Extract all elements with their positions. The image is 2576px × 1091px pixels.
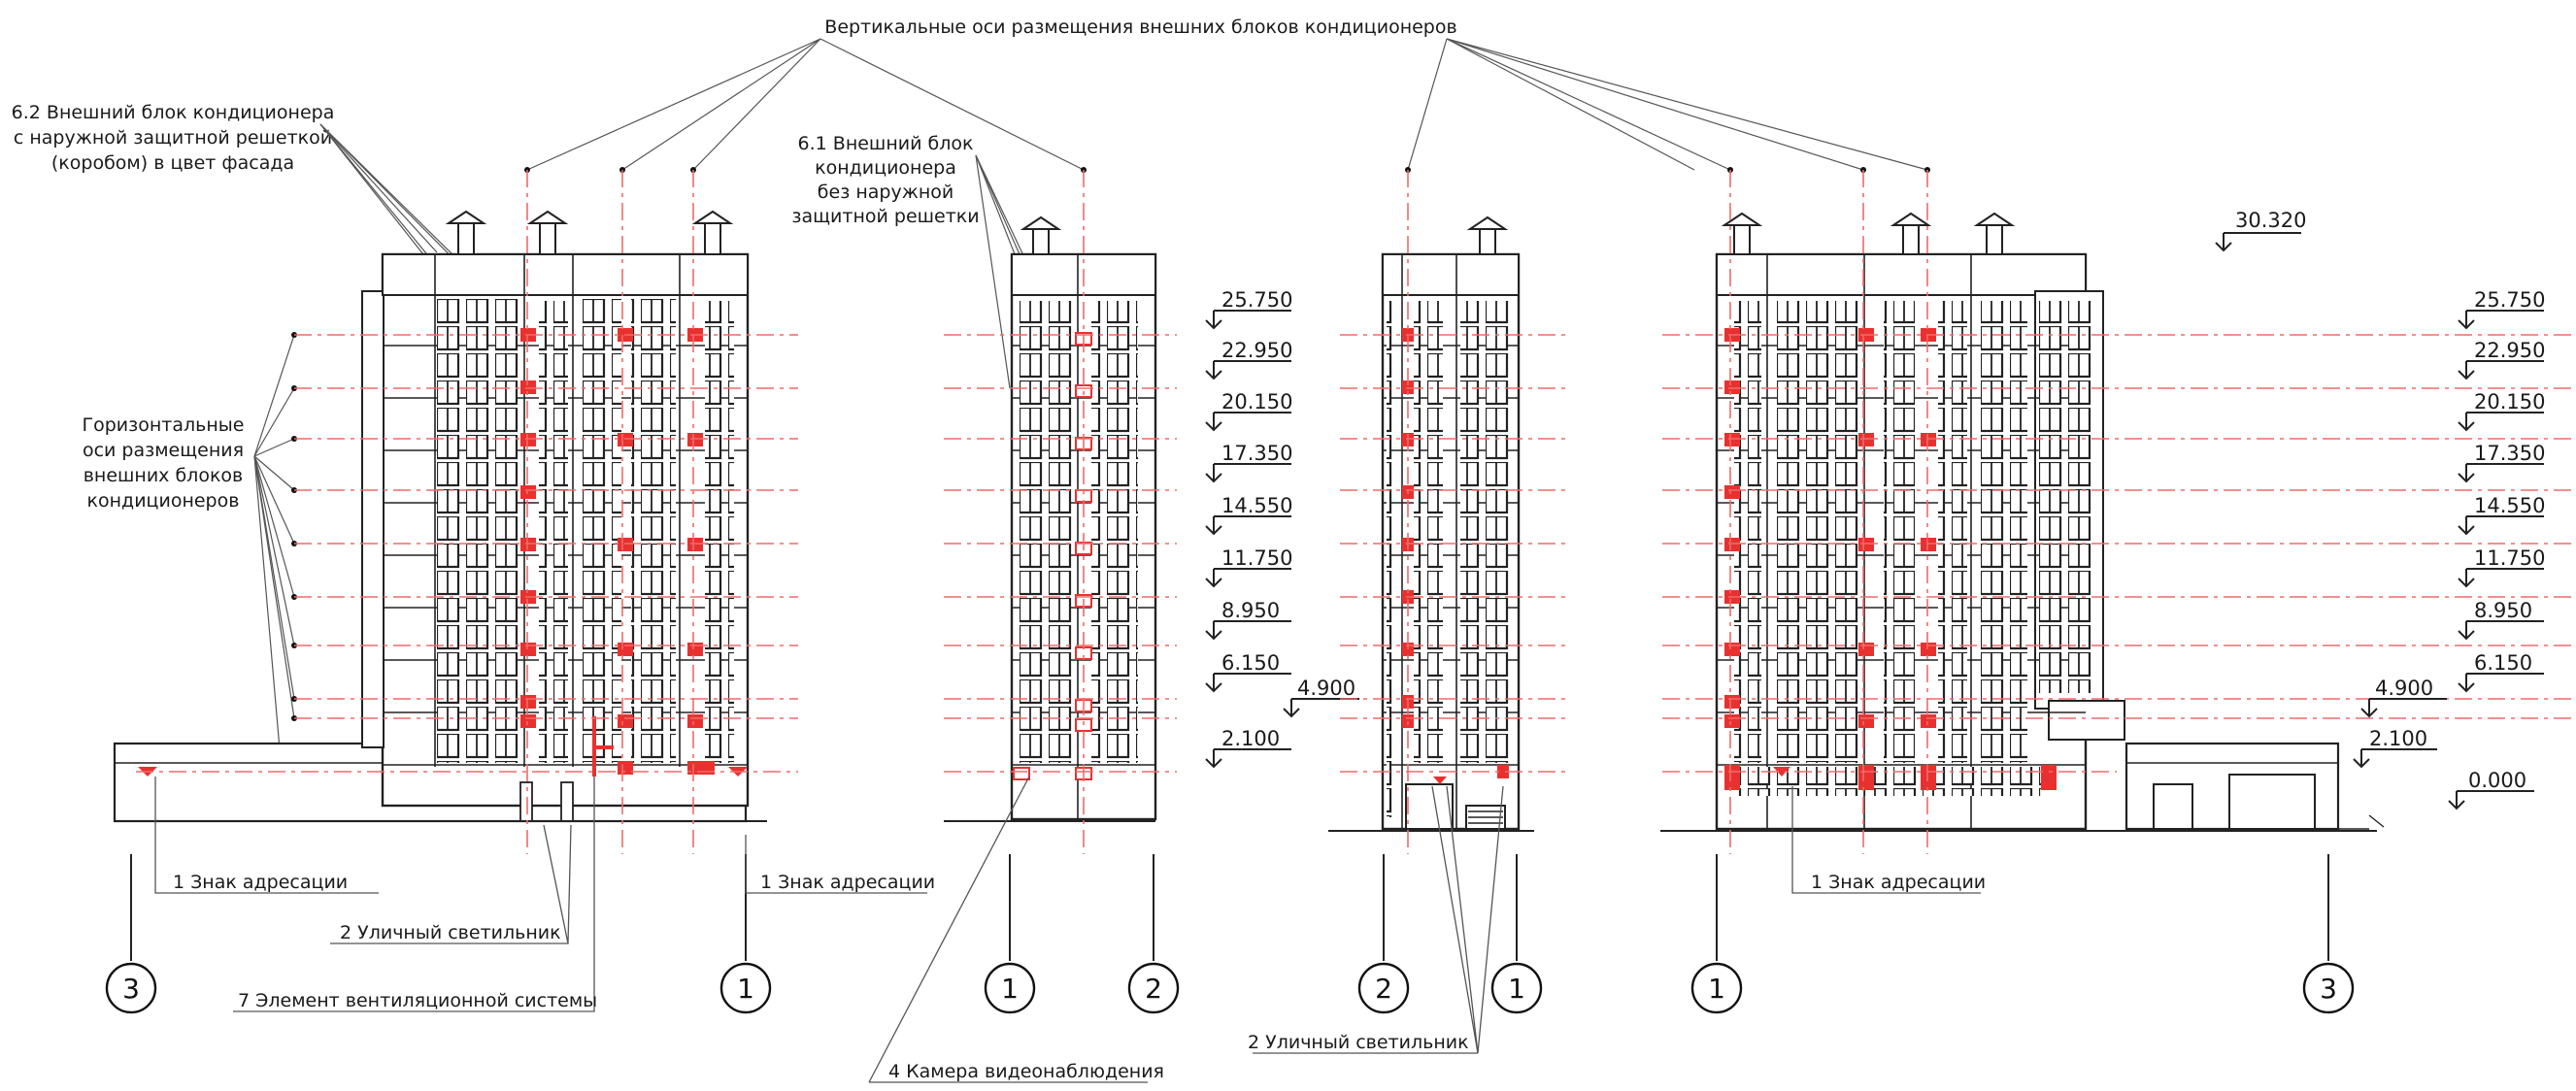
svg-text:кондиционера: кондиционера — [815, 157, 956, 179]
bottom-callout-leaders — [154, 776, 1981, 1083]
axis-marker-2-b — [1357, 962, 1410, 1014]
svg-text:4.900: 4.900 — [1297, 677, 1355, 700]
axis-lines — [130, 854, 2329, 961]
label-unit-61: 6.1 Внешний блок кондиционера без наружн… — [791, 133, 979, 227]
axis-marker-1-a — [719, 962, 772, 1014]
label-street-light-2: 2 Уличный светильник — [1248, 1032, 1469, 1053]
title-leader-dots — [524, 167, 1930, 173]
axis-marker-3-left — [105, 962, 157, 1014]
svg-text:3: 3 — [122, 973, 140, 1005]
svg-text:1: 1 — [1001, 973, 1019, 1005]
elevation-3-guides — [1340, 170, 1565, 854]
svg-text:внешних блоков: внешних блоков — [84, 465, 244, 486]
elevation-2 — [944, 215, 1157, 822]
svg-text:11.750: 11.750 — [2474, 546, 2545, 570]
label-horizontal-axes: Горизонтальные оси размещения внешних бл… — [83, 414, 245, 512]
svg-text:(коробом) в цвет фасада: (коробом) в цвет фасада — [51, 152, 294, 174]
svg-text:2: 2 — [1145, 973, 1162, 1005]
title-leaders — [526, 38, 1928, 171]
svg-text:оси размещения: оси размещения — [83, 440, 244, 461]
axis-marker-2-a — [1127, 962, 1180, 1014]
label-address-sign-3: 1 Знак адресации — [1811, 872, 1986, 893]
svg-text:14.550: 14.550 — [2474, 494, 2545, 517]
label-address-sign-1: 1 Знак адресации — [173, 872, 348, 893]
svg-text:2.100: 2.100 — [1221, 727, 1280, 750]
svg-text:4.900: 4.900 — [2375, 677, 2433, 700]
svg-text:с наружной защитной решеткой: с наружной защитной решеткой — [14, 127, 332, 149]
levels-center: 25.750 22.950 20.150 17.350 14.550 11.75… — [1205, 288, 1359, 769]
svg-text:20.150: 20.150 — [2474, 390, 2545, 413]
svg-text:17.350: 17.350 — [1221, 442, 1292, 465]
svg-text:2.100: 2.100 — [2369, 727, 2427, 750]
axis-marker-1-b — [984, 962, 1036, 1014]
svg-text:22.950: 22.950 — [1221, 339, 1292, 362]
svg-text:25.750: 25.750 — [2474, 288, 2545, 312]
svg-text:1: 1 — [737, 973, 754, 1005]
svg-text:1: 1 — [1708, 973, 1725, 1005]
elevation-2-guides — [944, 170, 1177, 854]
elevation-3 — [1328, 215, 1534, 832]
svg-text:6.1 Внешний блок: 6.1 Внешний блок — [798, 133, 974, 154]
svg-text:17.350: 17.350 — [2474, 442, 2545, 465]
svg-text:3: 3 — [2320, 973, 2337, 1005]
elevation-4 — [1660, 212, 2385, 832]
elevation-1-guides — [136, 170, 798, 854]
svg-text:6.150: 6.150 — [1221, 651, 1280, 675]
label-unit-62: 6.2 Внешний блок кондиционера с наружной… — [12, 102, 335, 174]
svg-text:кондиционеров: кондиционеров — [87, 490, 240, 512]
svg-text:8.950: 8.950 — [1221, 599, 1280, 622]
elevation-4-guides — [1662, 170, 2576, 854]
title-label: Вертикальные оси размещения внешних блок… — [824, 17, 1456, 38]
axis-marker-1-d — [1690, 962, 1743, 1014]
axis-marker-3-right — [2302, 962, 2355, 1014]
label-ventilation: 7 Элемент вентиляционной системы — [238, 990, 597, 1011]
svg-text:25.750: 25.750 — [1221, 288, 1292, 312]
svg-text:0.000: 0.000 — [2468, 769, 2526, 792]
label-camera: 4 Камера видеонаблюдения — [888, 1061, 1164, 1082]
label-address-sign-2: 1 Знак адресации — [760, 872, 935, 893]
axis-marker-1-c — [1490, 962, 1543, 1014]
elevation-1 — [113, 210, 767, 823]
svg-text:Горизонтальные: Горизонтальные — [83, 414, 245, 436]
svg-text:2: 2 — [1375, 973, 1392, 1005]
levels-right: 25.750 22.950 20.150 17.350 14.550 11.75… — [2215, 209, 2545, 810]
svg-text:8.950: 8.950 — [2474, 599, 2532, 622]
svg-text:11.750: 11.750 — [1221, 546, 1292, 570]
svg-text:22.950: 22.950 — [2474, 339, 2545, 362]
svg-text:30.320: 30.320 — [2235, 209, 2306, 232]
svg-text:защитной решетки: защитной решетки — [791, 206, 979, 227]
svg-text:20.150: 20.150 — [1221, 390, 1292, 413]
svg-text:6.2 Внешний блок кондиционера: 6.2 Внешний блок кондиционера — [12, 102, 335, 123]
svg-text:без наружной: без наружной — [818, 182, 953, 203]
svg-text:14.550: 14.550 — [1221, 494, 1292, 517]
horizontal-axes-leaders — [253, 334, 295, 773]
axis-labels: 3 1 1 2 2 1 1 3 — [122, 973, 2337, 1005]
svg-text:6.150: 6.150 — [2474, 651, 2532, 675]
svg-text:1: 1 — [1508, 973, 1525, 1005]
label-street-light-1: 2 Уличный светильник — [340, 922, 561, 943]
